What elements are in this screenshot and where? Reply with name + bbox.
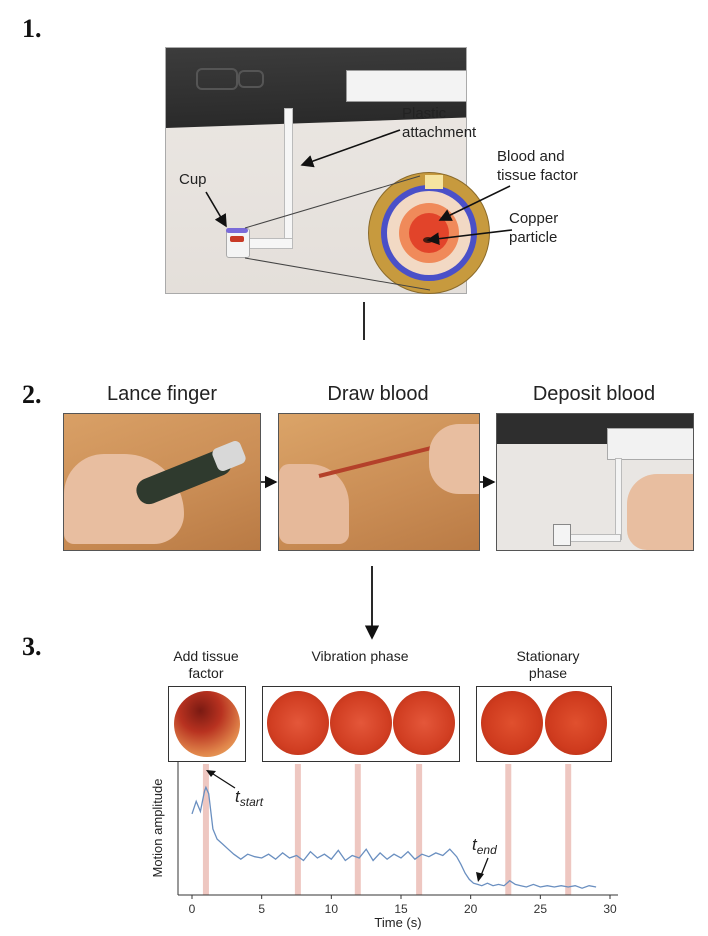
x-tick-label-0: 0 [189,902,196,916]
label-cup: Cup [179,171,207,188]
well-image-6 [545,691,607,755]
caption-vibration-phase: Vibration phase [311,648,409,664]
device-slab-edge [607,428,693,460]
arrow-copper [426,229,513,246]
photo-draw-blood [278,413,480,551]
camera-icon [196,68,238,90]
well-image-1 [174,691,240,757]
annotation-t-end: tend [472,835,497,857]
well-image-4 [393,691,455,755]
caption-add-tissue-factor: Add tissue factor [173,648,239,681]
cup [226,228,250,258]
label-plastic-attachment: Plastic attachment [402,105,477,141]
title-deposit-blood: Deposit blood [532,383,656,405]
step-1-annotation-lines [205,129,513,340]
blood-sample [230,236,244,242]
x-tick-label-10: 10 [325,902,339,916]
finger-left [279,464,349,544]
x-axis-label: Time (s) [374,915,421,930]
time-marker-2 [294,764,301,895]
time-marker-1 [202,764,209,895]
y-axis-label: Motion amplitude [150,779,165,878]
x-tick-label-25: 25 [534,902,548,916]
arrow-blood [438,185,511,221]
arrowhead-t-start [206,770,216,777]
x-tick-label-30: 30 [603,902,617,916]
inset-highlight [425,175,443,189]
well-image-2 [267,691,329,755]
step-2-number: 2. [22,380,42,409]
arrow-plastic [300,129,401,168]
time-marker-4 [416,764,423,895]
camera-lens-icon [238,70,264,88]
step-1-number: 1. [22,14,42,43]
hand-right [627,474,693,550]
title-draw-blood: Draw blood [327,383,429,405]
cup-rim [226,228,248,233]
cup-zoom-inset [368,172,490,294]
arrow-t-start [209,771,236,789]
frame-stationary-phase [476,686,612,762]
well-image-3 [330,691,392,755]
step-3-number: 3. [22,632,42,661]
finger-right [429,424,479,494]
photo-lance-finger [63,413,261,551]
photo-deposit-blood [496,413,694,551]
well-image-5 [481,691,543,755]
zoom-line-bottom [244,257,431,291]
time-marker-6 [565,764,572,895]
frame-vibration-phase [262,686,460,762]
motion-amplitude-chart: 0 5 10 15 20 25 30 Motion amplitude Time (s) t… [150,762,618,930]
label-blood-tissue-factor: Blood and tissue factor [497,148,578,184]
x-tick-label-5: 5 [258,902,265,916]
caption-stationary-phase: Stationary phase [516,648,580,681]
arrowhead-t-end [476,872,484,882]
step-2-arrows [261,475,496,640]
frame-add-tissue-factor [168,686,246,762]
annotation-t-start: tstart [235,787,264,809]
label-copper-particle: Copper particle [509,210,559,246]
cup-small [553,524,571,546]
device-edge [346,70,466,102]
time-marker-5 [505,764,512,895]
x-tick-label-15: 15 [394,902,408,916]
title-lance-finger: Lance finger [106,383,218,405]
zoom-line-top [244,175,421,229]
motion-amplitude-series [191,785,597,889]
x-tick-label-20: 20 [464,902,478,916]
time-marker-3 [354,764,361,895]
arrow-cup [205,191,227,228]
